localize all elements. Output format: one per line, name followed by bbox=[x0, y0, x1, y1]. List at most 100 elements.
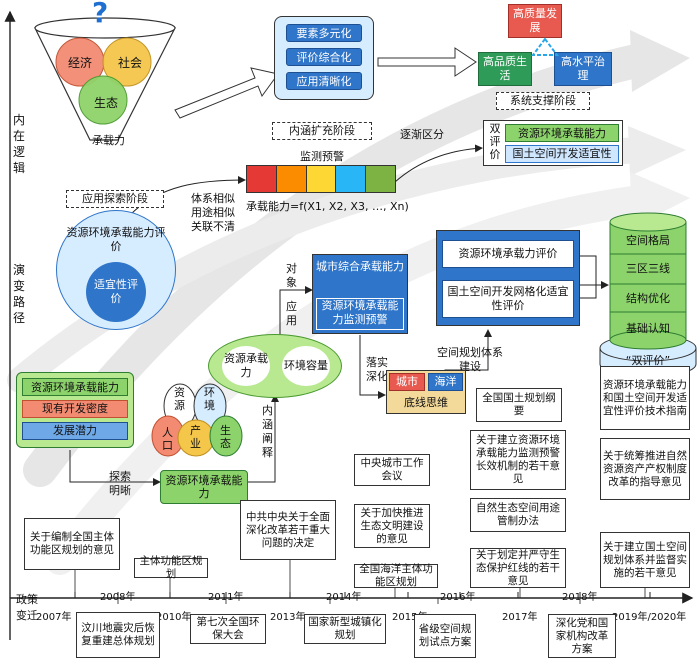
year-2010: 2010年 bbox=[156, 612, 192, 623]
year-2018: 2018年 bbox=[562, 592, 598, 603]
cycle-icon bbox=[531, 37, 559, 56]
color-bar-segment-2 bbox=[276, 166, 307, 192]
sweep-arrowhead-2 bbox=[628, 126, 686, 176]
policy-5: 关于加快推进生态文明建设的意见 bbox=[354, 504, 430, 548]
center-green-box: 资源环境承载能力 bbox=[160, 470, 248, 504]
cylinder-layer-3: 结构优化 bbox=[626, 292, 670, 305]
petal-ecology: 生态 bbox=[220, 424, 231, 450]
petal-population: 人口 bbox=[162, 426, 173, 452]
ellipse-resource: 资源承载力 bbox=[222, 346, 270, 386]
label-connotation-interpret: 内涵阐释 bbox=[262, 404, 273, 459]
funnel-carrying: 承载力 bbox=[92, 134, 125, 147]
green-left-carrying: 资源环境承载能力 bbox=[22, 378, 128, 396]
connector-eval-top bbox=[580, 255, 597, 285]
label-inner-logic: 内在逻辑 bbox=[12, 113, 25, 175]
dual-eval-carrying: 资源环境承载能力 bbox=[505, 124, 619, 142]
year-2016: 2016年 bbox=[440, 592, 476, 603]
color-bar-segment-4 bbox=[336, 166, 367, 192]
monitoring-title: 监测预警 bbox=[300, 150, 344, 163]
item-clear-application: 应用清晰化 bbox=[286, 72, 362, 90]
venn-economy: 经济 bbox=[68, 56, 93, 70]
label-explore-clear: 探索明晰 bbox=[109, 470, 131, 497]
policy-12: 关于统筹推进自然资源资产产权制度改革的指导意见 bbox=[600, 438, 690, 500]
label-spatial-planning: 空间规划体系建设 bbox=[437, 346, 503, 373]
cylinder-base: “双评价” bbox=[625, 354, 671, 367]
zone-ocean: 海洋 bbox=[428, 373, 463, 391]
inner-circle-suitability: 适宜性评价 bbox=[86, 262, 146, 322]
stage-system-support: 系统支撑阶段 bbox=[496, 92, 590, 110]
year-2007: 2007年 bbox=[36, 612, 72, 623]
hollow-arrow-2 bbox=[377, 47, 477, 77]
policy-bottom-3: 国家新型城镇化规划 bbox=[304, 614, 386, 644]
cylinder-layer-2: 三区三线 bbox=[626, 262, 670, 275]
petal-venn bbox=[151, 383, 243, 457]
city-panel bbox=[312, 254, 408, 334]
connector-center-ellipse bbox=[248, 394, 279, 483]
stage-connotation-expansion: 内涵扩充阶段 bbox=[272, 122, 372, 140]
policy-9: 自然生态空间用途管制办法 bbox=[470, 498, 566, 532]
venn-ecology: 生态 bbox=[94, 96, 119, 110]
hollow-arrow-1 bbox=[174, 67, 279, 119]
connector-green-center bbox=[69, 450, 161, 486]
cylinder-stack bbox=[599, 212, 697, 378]
color-bar-segment-1 bbox=[247, 166, 277, 192]
monitoring-color-bar bbox=[246, 165, 396, 193]
city-sub: 资源环境承载能力监测预警 bbox=[316, 298, 404, 330]
label-object: 对象 bbox=[286, 262, 297, 289]
year-2015: 2015年 bbox=[392, 612, 428, 623]
ellipse-environment: 环境容量 bbox=[282, 346, 330, 386]
monitoring-formula: 承载能力=f(X1, X2, X3, …, Xn) bbox=[246, 200, 409, 213]
year-2013: 2013年 bbox=[270, 612, 306, 623]
city-title: 城市综合承载能力 bbox=[316, 260, 404, 273]
policy-2: 主体功能区规划 bbox=[134, 555, 208, 580]
year-2014: 2014年 bbox=[326, 592, 362, 603]
petal-environment: 环境 bbox=[204, 386, 215, 412]
label-gradual-distinction: 逐渐区分 bbox=[400, 128, 444, 141]
policy-4: 中央城市工作会议 bbox=[354, 454, 430, 486]
zone-bottom-line: 底线思维 bbox=[404, 396, 448, 409]
policy-10: 关于划定并严守生态保护红线的若干意见 bbox=[470, 548, 566, 588]
connector-city-zone bbox=[359, 335, 386, 399]
policy-1: 关于编制全国主体功能区规划的意见 bbox=[24, 518, 120, 570]
color-bar-segment-3 bbox=[306, 166, 337, 192]
year-2008: 2008年 bbox=[100, 592, 136, 603]
policy-bottom-4: 省级空间规划试点方案 bbox=[414, 614, 476, 658]
policy-bottom-1: 汶川地震灾后恢复重建总体规划 bbox=[76, 612, 160, 658]
label-policy-change: 政策变迁 bbox=[16, 593, 38, 622]
year-2019-2020: 2019年/2020年 bbox=[612, 612, 687, 623]
item-integrated: 评价综合化 bbox=[286, 48, 362, 66]
cylinder-layer-4: 基础认知 bbox=[626, 322, 670, 335]
right-eval-suitability: 国土空间开发网格化适宜性评价 bbox=[442, 280, 574, 318]
policy-bottom-5: 深化党和国家机构改革方案 bbox=[548, 614, 616, 658]
policy-3: 中共中央关于全面深化改革若干重大问题的决定 bbox=[240, 500, 336, 560]
question-mark: ? bbox=[92, 0, 109, 29]
green-left-density: 现有开发密度 bbox=[22, 400, 128, 418]
label-system-similar: 体系相似用途相似关联不清 bbox=[191, 192, 235, 233]
petal-resource: 资源 bbox=[174, 386, 185, 412]
green-left-potential: 发展潜力 bbox=[22, 422, 128, 440]
label-evolution-path: 演变路径 bbox=[12, 263, 25, 325]
year-2011: 2011年 bbox=[208, 592, 244, 603]
venn-society: 社会 bbox=[118, 56, 143, 70]
zone-city: 城市 bbox=[389, 373, 425, 391]
policy-11: 资源环境承载能力和国土空间开发适宜性评价技术指南 bbox=[600, 366, 690, 430]
big-circle-title: 资源环境承载能力评价 bbox=[66, 226, 166, 253]
policy-bottom-2: 第七次全国环保大会 bbox=[190, 614, 266, 644]
label-implement-deepen: 落实深化 bbox=[366, 356, 388, 383]
cylinder-layer-1: 空间格局 bbox=[626, 234, 670, 247]
dual-eval-suitability: 国土空间开发适宜性 bbox=[505, 145, 619, 163]
dual-eval-label: 双评价 bbox=[489, 122, 501, 161]
box-high-quality-development: 高质量发展 bbox=[508, 4, 562, 38]
policy-7: 全国国土规划纲要 bbox=[476, 388, 562, 422]
box-high-level-governance: 高水平治理 bbox=[554, 52, 612, 86]
funnel-venn bbox=[34, 17, 176, 141]
box-high-quality-life: 高品质生活 bbox=[478, 52, 532, 86]
policy-13: 关于建立国土空间规划体系并监督实施的若干意见 bbox=[600, 532, 690, 588]
label-apply: 应用 bbox=[286, 300, 297, 327]
right-eval-carrying: 资源环境承载力评价 bbox=[442, 240, 574, 268]
sweep-arrowhead-1 bbox=[630, 30, 690, 92]
petal-industry: 产业 bbox=[190, 424, 201, 450]
policy-6: 全国海洋主体功能区规划 bbox=[354, 563, 438, 588]
stage-application-exploration: 应用探索阶段 bbox=[66, 190, 164, 208]
connector-eval-bottom bbox=[580, 285, 597, 299]
